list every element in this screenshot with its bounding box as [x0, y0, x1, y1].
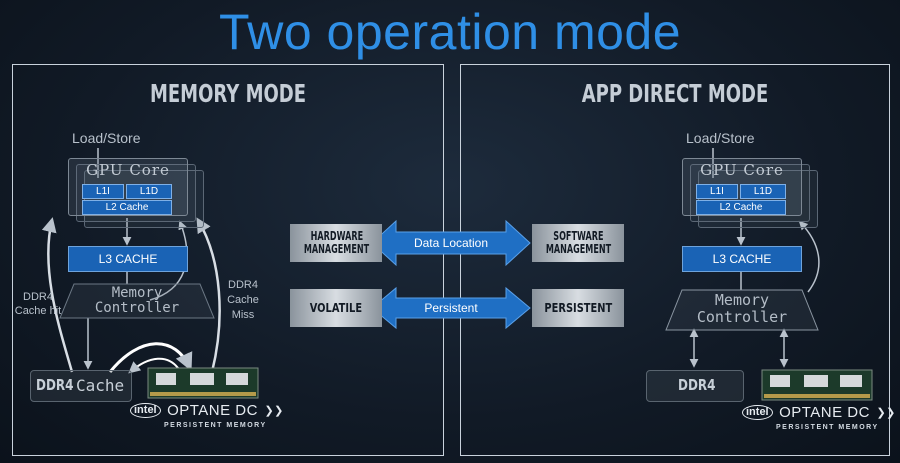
- data-location-label: Data Location: [413, 236, 489, 250]
- optane-dimm-left: [147, 367, 259, 399]
- memory-mode-panel: MEMORY MODE: [12, 64, 444, 456]
- right-l1d-cache: L1D: [740, 184, 786, 199]
- volatile-label: VOLATILE: [290, 289, 382, 327]
- cache-hit-line2: Cache hit: [14, 305, 62, 317]
- right-intel-logo: intel: [742, 405, 773, 421]
- left-load-store-label: Load/Store: [72, 130, 141, 146]
- cache-label: Cache: [76, 376, 125, 395]
- right-core-layer-back: [698, 170, 818, 228]
- cache-miss-line3: Miss: [231, 309, 255, 321]
- left-l3-cache: L3 CACHE: [68, 246, 188, 272]
- right-memory-controller-word2: Controller: [696, 308, 788, 326]
- optane-brand-left: intel OPTANE DC ❯❯: [130, 402, 284, 420]
- right-memory-controller-label: Memory Controller: [682, 292, 802, 326]
- right-memory-controller-shape: [665, 289, 819, 331]
- page-title: Two operation mode: [218, 4, 682, 60]
- cache-miss-line1: DDR4: [228, 279, 258, 291]
- core-layer-back: [84, 170, 204, 228]
- cache-hit-label: DDR4 Cache hit: [12, 290, 64, 318]
- right-l3-cache: L3 CACHE: [682, 246, 802, 272]
- optane-name: OPTANE DC: [167, 402, 258, 420]
- cache-hit-arrow: [41, 217, 74, 373]
- hw-line1: HARDWARE: [309, 229, 363, 243]
- data-location-double-arrow: [371, 219, 531, 267]
- volatile-text: VOLATILE: [309, 300, 363, 315]
- right-ddr4-label: DDR4: [678, 376, 716, 394]
- right-ddr4-box: [646, 370, 744, 402]
- right-memory-controller-word1: Memory: [714, 291, 770, 309]
- app-direct-mode-panel: APP DIRECT MODE: [460, 64, 890, 456]
- cache-hit-line1: DDR4: [23, 291, 53, 303]
- right-optane-name: OPTANE DC: [779, 404, 870, 422]
- intel-logo: intel: [130, 403, 161, 419]
- l2-cache: L2 Cache: [82, 200, 172, 215]
- l1d-cache: L1D: [126, 184, 172, 199]
- cache-miss-line2: Cache: [227, 294, 259, 306]
- persistent-double-arrow: [371, 286, 531, 330]
- right-l1i-cache: L1I: [696, 184, 738, 199]
- right-gpu-core-label: GPU Core: [700, 161, 784, 179]
- app-direct-mode-title: APP DIRECT MODE: [581, 79, 769, 108]
- persistent-label: PERSISTENT: [532, 289, 624, 327]
- optane-to-ddr4-arc-inner: [128, 357, 179, 374]
- memory-controller-word1: Memory: [111, 285, 163, 301]
- persistent-text: PERSISTENT: [544, 300, 612, 315]
- left-memory-controller-label: Memory Controller: [74, 286, 200, 316]
- right-l2-cache: L2 Cache: [696, 200, 786, 215]
- sw-line2: MANAGEMENT: [545, 242, 611, 256]
- optane-sub-right: PERSISTENT MEMORY: [776, 424, 879, 431]
- memory-mode-title: MEMORY MODE: [149, 79, 307, 108]
- memory-controller-word2: Controller: [94, 300, 180, 316]
- hw-line2: MANAGEMENT: [303, 242, 369, 256]
- right-optane-chevron-icon: ❯❯: [876, 407, 896, 420]
- persistent-arrow-label: Persistent: [424, 301, 478, 315]
- cache-miss-arrow-outer: [196, 217, 221, 373]
- sw-line1: SOFTWARE: [552, 229, 604, 243]
- optane-brand-right: intel OPTANE DC ❯❯: [742, 404, 896, 422]
- l1i-cache: L1I: [82, 184, 124, 199]
- ddr4-label-left: DDR4: [36, 376, 74, 394]
- gpu-core-label: GPU Core: [86, 161, 170, 179]
- optane-to-ddr4-arc-outer: [108, 342, 193, 373]
- right-load-store-label: Load/Store: [686, 130, 755, 146]
- optane-chevron-icon: ❯❯: [264, 405, 284, 418]
- cache-miss-label: DDR4 Cache Miss: [222, 278, 264, 323]
- optane-dimm-right: [761, 369, 873, 401]
- optane-sub-left: PERSISTENT MEMORY: [164, 422, 267, 429]
- right-return-arrow: [798, 220, 820, 293]
- ddr4-cache-box: [30, 370, 132, 402]
- memory-controller-shape: [59, 283, 215, 319]
